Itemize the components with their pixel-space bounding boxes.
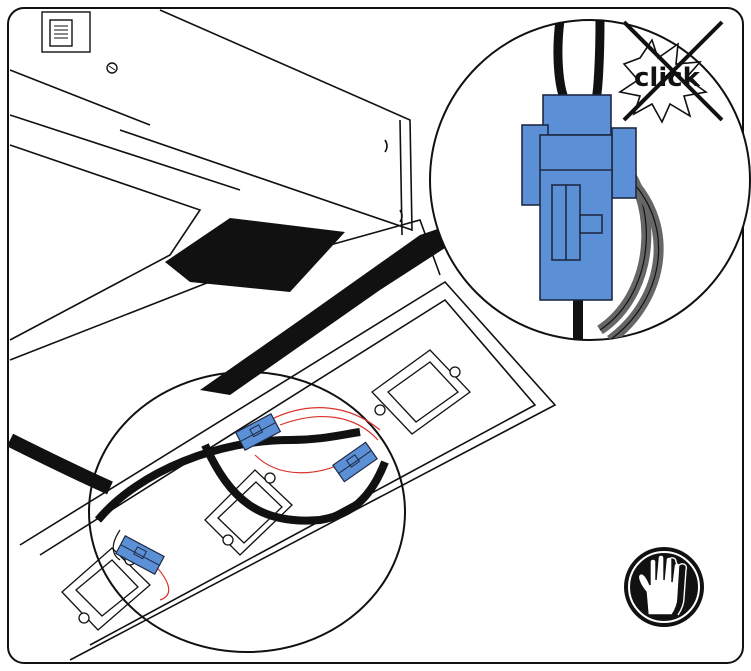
connector-a: [234, 412, 282, 452]
wall-bracket: [41, 11, 118, 74]
connector-b: [332, 441, 378, 483]
harness-cable: [201, 443, 389, 525]
top-panel-face: [119, 9, 413, 232]
mounting-plates: [61, 349, 471, 631]
cross-line: [622, 20, 724, 122]
connector-c: [115, 535, 165, 575]
power-cable: [6, 433, 113, 495]
detail-wire: [591, 20, 605, 101]
panel-inner-edge: [9, 144, 202, 341]
tray-inner-edge: [39, 298, 537, 646]
lamp-wire: [112, 529, 121, 561]
mounting-plate: [371, 349, 471, 435]
housing-opening: [165, 218, 345, 292]
detail-connector: [521, 94, 637, 301]
no-click-crossed-burst-icon: click: [617, 20, 724, 124]
panel-slot: [399, 209, 403, 223]
detail-view: click: [429, 19, 751, 341]
mounting-plate: [61, 547, 151, 631]
magnifier-circle: [88, 371, 406, 653]
mounting-plate: [204, 469, 293, 556]
panel-edge-line: [9, 69, 151, 126]
callout-pointer: [200, 218, 470, 395]
lamp-wire: [279, 415, 379, 441]
protective-glove-icon: [624, 547, 704, 627]
lamp-wire: [269, 407, 381, 431]
panel-slot: [384, 139, 388, 153]
panel-edge-line: [9, 114, 241, 191]
